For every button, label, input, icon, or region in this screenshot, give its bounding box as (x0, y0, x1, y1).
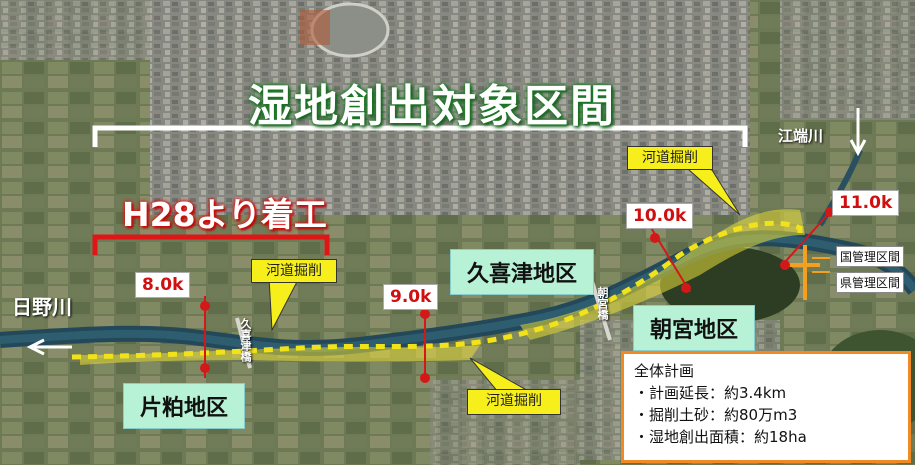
map-title: 湿地創出対象区間 (248, 81, 616, 132)
km-post-8: 8.0k (135, 272, 191, 298)
district-katakasu: 片粕地区 (123, 383, 246, 429)
excavation-callout-label: 河道掘削 (642, 150, 698, 166)
bridge-asamiya-label: 朝宮橋 (596, 287, 609, 320)
plan-item-soil: ・掘削土砂：約80万m3 (634, 406, 798, 424)
km-post-11: 11.0k (832, 190, 900, 216)
excavation-callout-label: 河道掘削 (486, 393, 542, 409)
excavation-callout-label: 河道掘削 (266, 263, 322, 279)
overall-plan-box: 全体計画 ・計画延長：約3.4km ・掘削土砂：約80万m3 ・湿地創出面積：約… (621, 351, 911, 463)
km-post-9: 9.0k (383, 284, 439, 310)
prefectural-section-label: 県管理区間 (836, 272, 905, 293)
excavation-callout-3: 河道掘削 (467, 389, 561, 415)
river-hino-label: 日野川 (12, 295, 72, 319)
plan-item-length: ・計画延長：約3.4km (634, 384, 787, 402)
excavation-callout-1: 河道掘削 (251, 259, 337, 283)
district-asamiya: 朝宮地区 (633, 305, 756, 351)
plan-item-area: ・湿地創出面積：約18ha (634, 428, 807, 446)
national-section-label: 国管理区間 (836, 246, 905, 267)
bridge-kukizu-label: 久喜津橋 (239, 318, 252, 362)
excavation-callout-2: 河道掘削 (627, 146, 713, 170)
start-year-label: H28より着工 (122, 195, 327, 234)
km-post-10: 10.0k (626, 203, 694, 229)
river-ebata-label: 江端川 (778, 127, 824, 145)
plan-heading: 全体計画 (634, 362, 695, 380)
district-kukizu: 久喜津地区 (450, 249, 595, 295)
